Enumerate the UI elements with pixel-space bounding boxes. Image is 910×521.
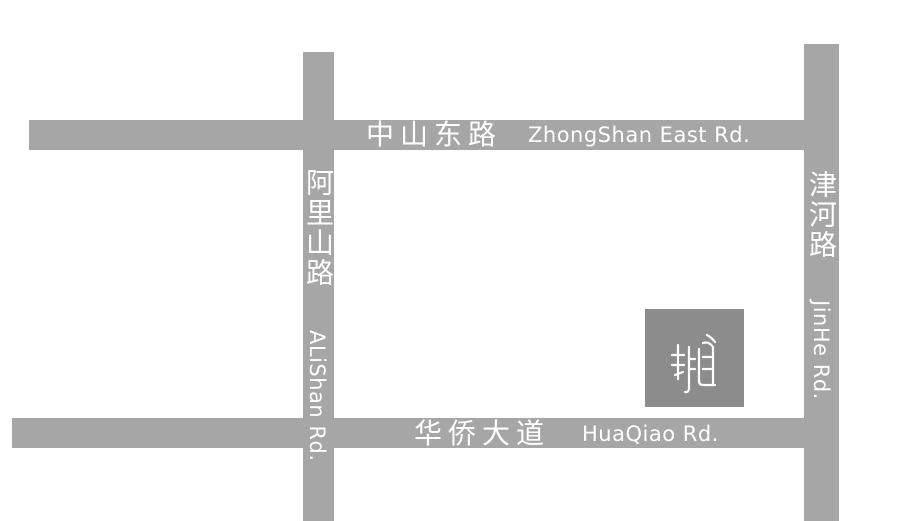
road-jinhe [804,44,839,521]
location-marker [645,309,744,407]
road-label-huaqiao-zh: 华侨大道 [414,417,551,450]
road-label-jinhe-zh: 津河路 [805,170,838,260]
road-alishan [303,52,334,521]
road-label-alishan-zh: 阿里山路 [302,168,335,288]
road-label-alishan-en: ALiShan Rd. [305,330,329,462]
road-huaqiao [12,418,839,448]
brand-logo-icon [670,333,717,394]
road-label-zhongshan-en: ZhongShan East Rd. [528,123,751,147]
road-zhongshan-east [29,120,839,150]
road-label-jinhe-en: JinHe Rd. [809,300,833,400]
road-label-zhongshan-zh: 中山东路 [366,118,503,151]
road-label-huaqiao-en: HuaQiao Rd. [582,422,719,446]
